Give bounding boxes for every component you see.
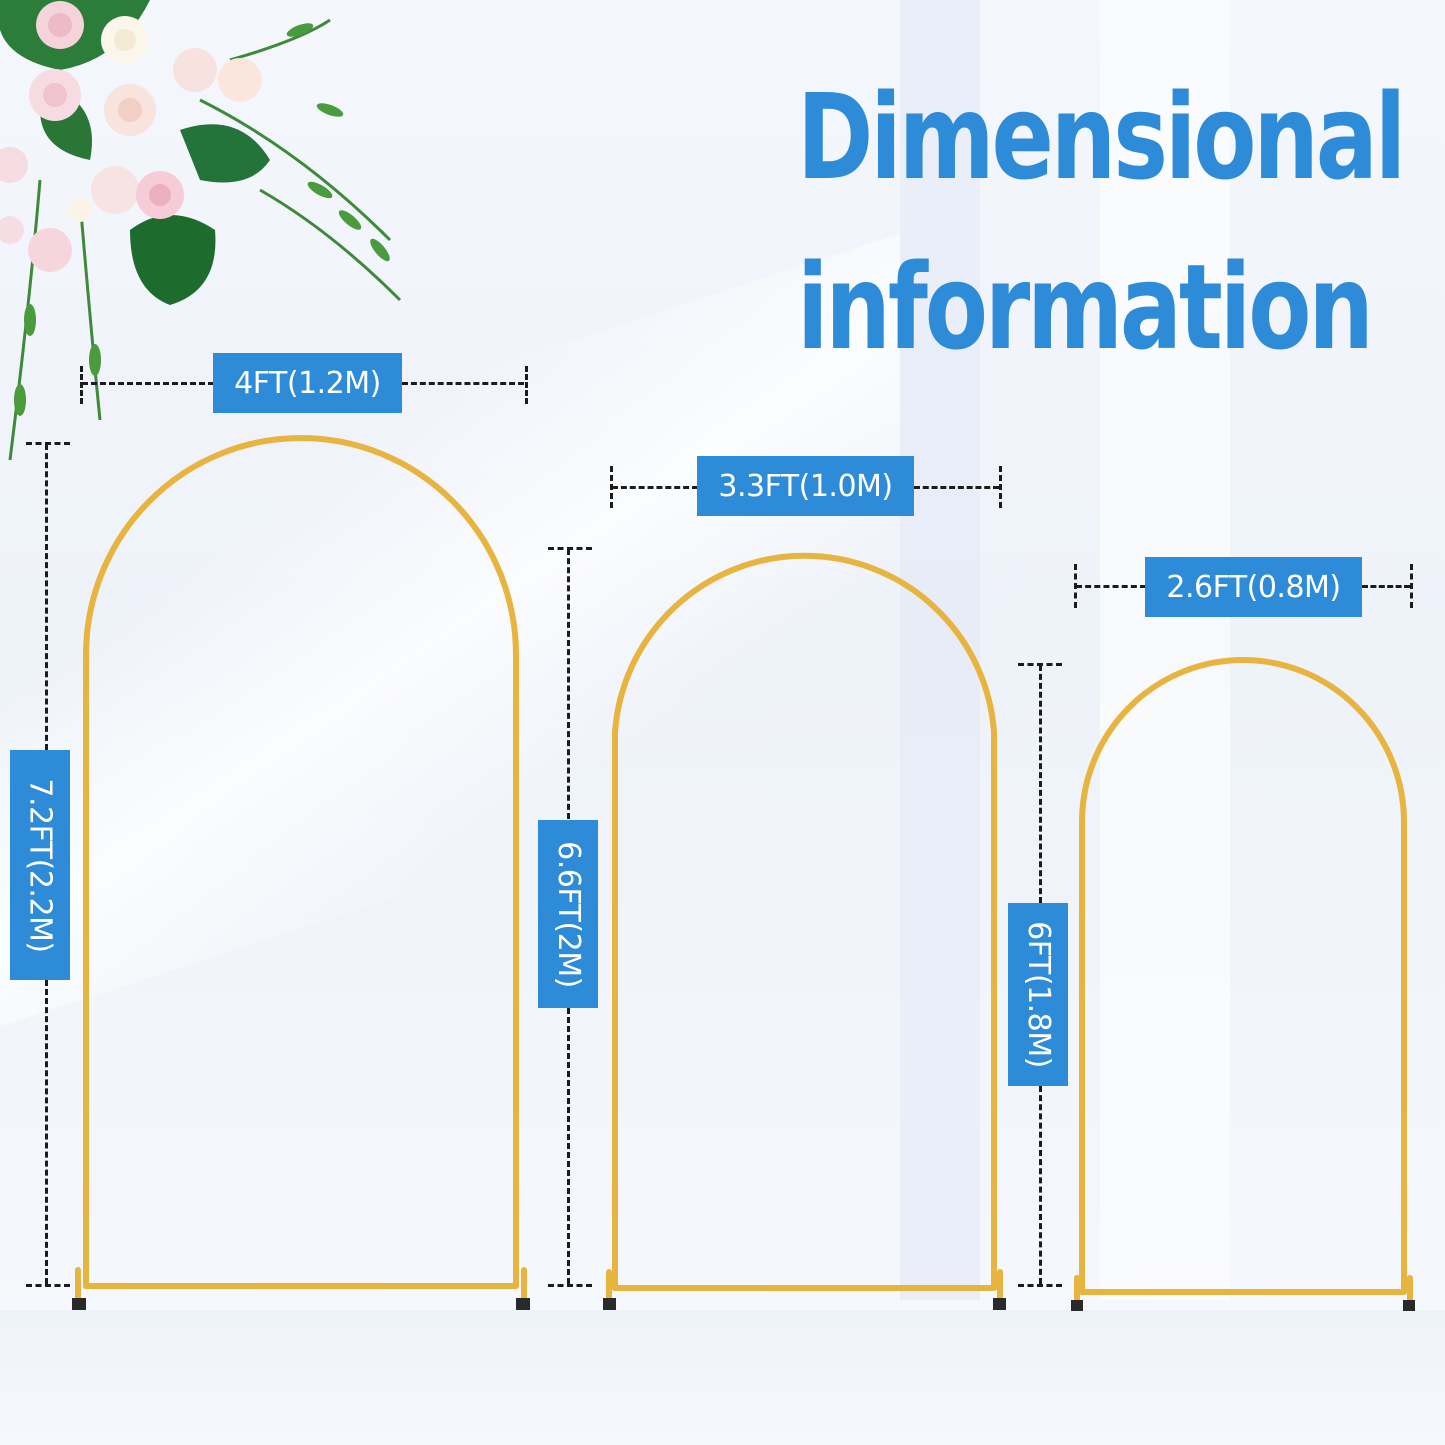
width-guide-tick	[80, 366, 83, 404]
large-arch-height-text: 7.2FT(2.2M)	[22, 777, 58, 953]
height-guide-line	[1039, 665, 1042, 903]
foot	[72, 1298, 86, 1310]
foot	[993, 1298, 1006, 1310]
width-guide-tick	[1074, 564, 1077, 608]
flower-arrangement-image	[0, 0, 402, 461]
foot	[603, 1298, 616, 1310]
width-guide-line	[402, 382, 524, 385]
headline-line-1: Dimensional	[797, 68, 1406, 206]
medium-arch-width-label: 3.3FT(1.0M)	[697, 456, 914, 516]
height-guide-tick	[26, 1284, 70, 1287]
width-guide-tick	[610, 466, 613, 508]
height-guide-line	[45, 980, 48, 1284]
width-guide-line	[914, 486, 999, 489]
large-arch-frame	[83, 435, 519, 1289]
width-guide-line	[612, 486, 698, 489]
foot	[516, 1298, 530, 1310]
small-arch-width-label: 2.6FT(0.8M)	[1145, 557, 1362, 617]
medium-arch-frame	[612, 552, 997, 1291]
headline-line-2: information	[797, 238, 1374, 376]
width-guide-line	[1076, 585, 1146, 588]
width-guide-tick	[999, 466, 1002, 508]
width-guide-tick	[525, 366, 528, 404]
width-guide-tick	[1410, 564, 1413, 608]
foot	[1403, 1300, 1415, 1311]
large-arch-height-label: 7.2FT(2.2M)	[10, 750, 70, 980]
large-arch-width-label: 4FT(1.2M)	[213, 353, 402, 413]
small-arch-height-label: 6FT(1.8M)	[1008, 903, 1068, 1086]
medium-arch-height-label: 6.6FT(2M)	[538, 820, 598, 1008]
height-guide-line	[567, 549, 570, 819]
small-arch-height-text: 6FT(1.8M)	[1020, 921, 1056, 1068]
small-arch-frame	[1079, 657, 1407, 1295]
height-guide-tick	[26, 442, 70, 445]
height-guide-line	[1039, 1086, 1042, 1284]
height-guide-tick	[1018, 1284, 1062, 1287]
height-guide-tick	[1018, 663, 1062, 666]
height-guide-tick	[548, 547, 592, 550]
height-guide-line	[567, 1008, 570, 1284]
foot	[1071, 1300, 1083, 1311]
width-guide-line	[1362, 585, 1410, 588]
floor	[0, 1310, 1445, 1445]
height-guide-tick	[548, 1284, 592, 1287]
medium-arch-height-text: 6.6FT(2M)	[550, 840, 586, 988]
height-guide-line	[45, 444, 48, 750]
width-guide-line	[82, 382, 214, 385]
